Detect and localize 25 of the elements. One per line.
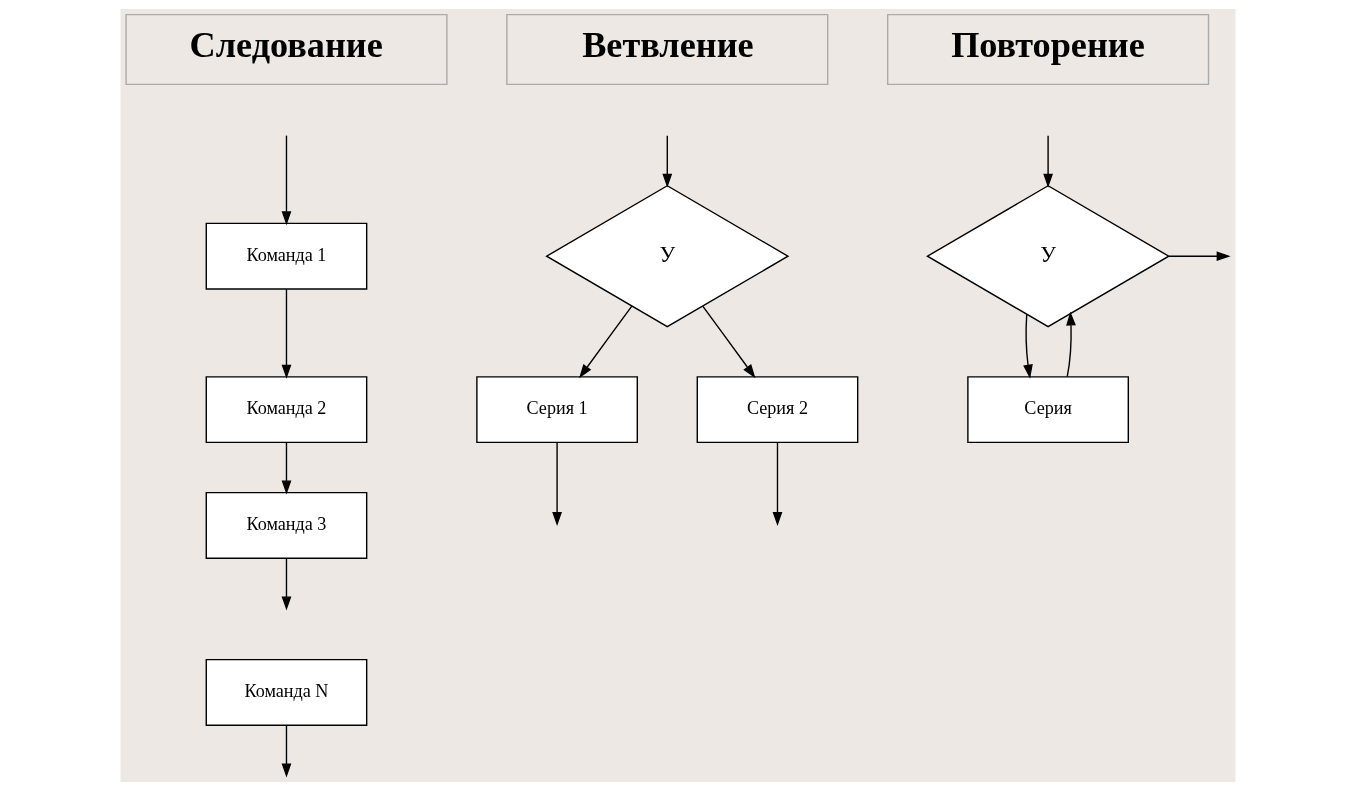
node-box: Команда 3 <box>205 491 368 559</box>
arrow <box>1168 250 1231 261</box>
arrow <box>281 288 292 379</box>
arrow <box>579 304 633 378</box>
node-box: Команда N <box>205 658 368 726</box>
arrow <box>281 724 292 777</box>
node-box: Команда 1 <box>205 222 368 290</box>
node-diamond: У <box>545 184 790 327</box>
node-box: Ветвление <box>506 13 829 85</box>
node-box: Серия <box>967 375 1129 443</box>
node-box: Команда 2 <box>205 375 368 443</box>
arrow <box>662 134 673 188</box>
arrow <box>281 557 292 610</box>
arrow <box>1023 313 1033 379</box>
arrow <box>552 441 562 526</box>
arrow <box>702 304 756 378</box>
arrow <box>1043 134 1053 188</box>
node-box: Серия 2 <box>696 375 859 443</box>
arrow <box>1066 311 1076 377</box>
node-box: Следование <box>125 13 448 85</box>
arrow <box>772 441 783 526</box>
node-box: Серия 1 <box>476 375 638 443</box>
arrow <box>281 134 292 225</box>
arrow <box>281 441 292 494</box>
node-box: Повторение <box>887 13 1210 85</box>
